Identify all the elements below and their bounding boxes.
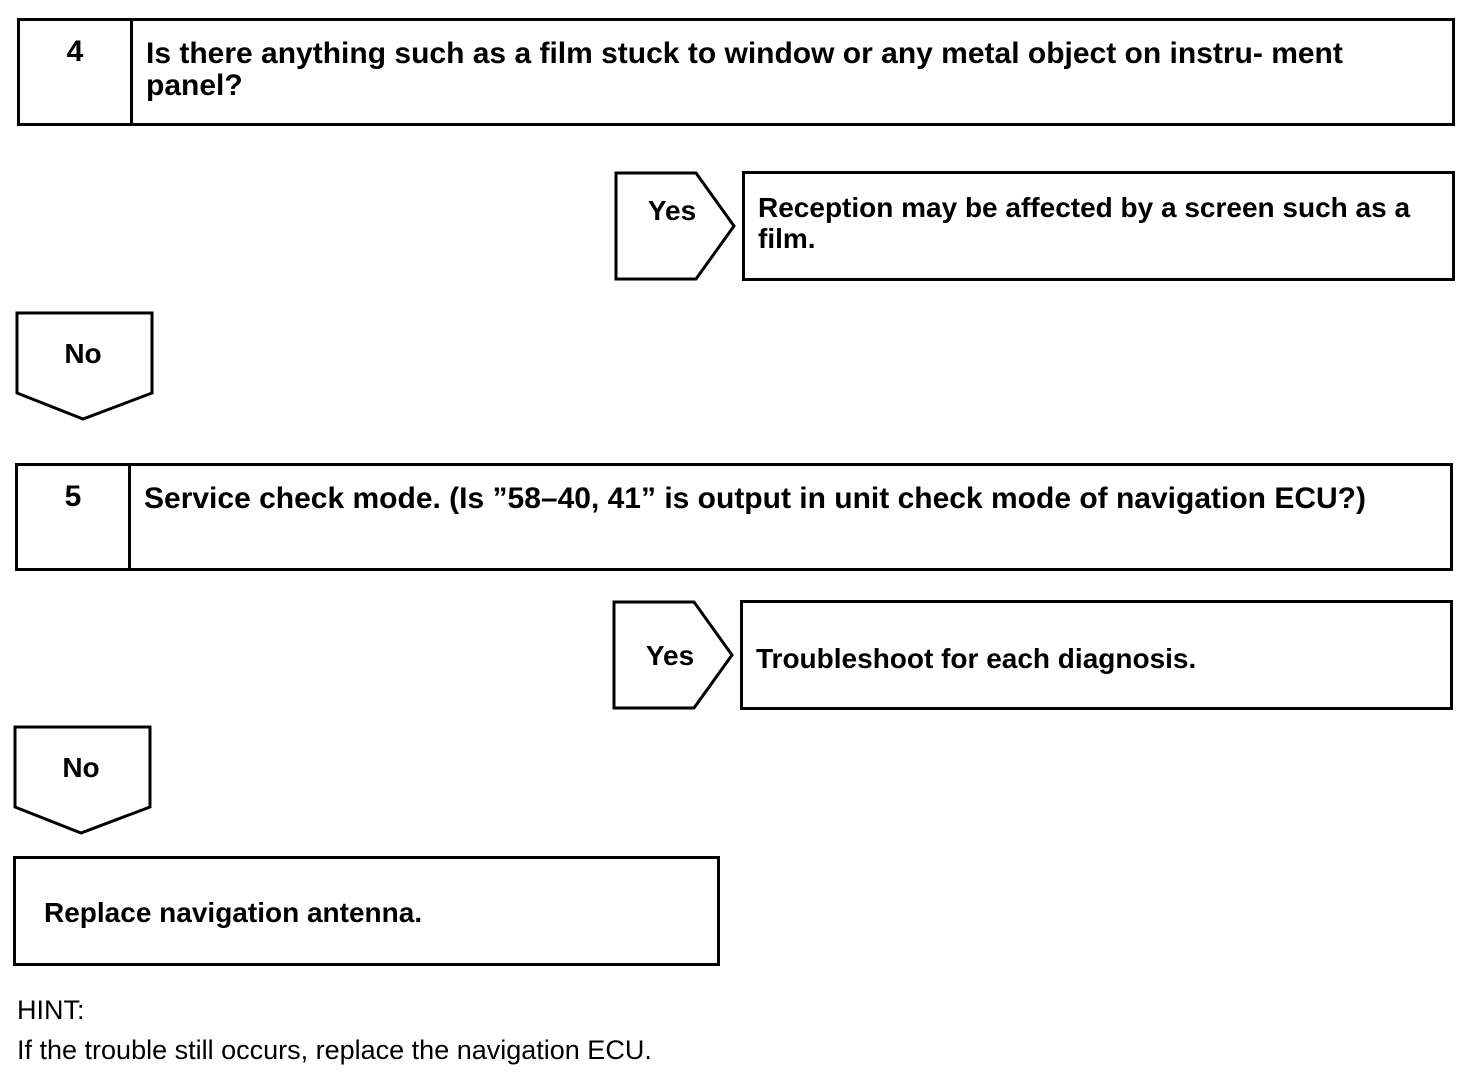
step-5-no-arrow-shape — [13, 725, 152, 835]
step-4-yes-result-box: Reception may be affected by a screen su… — [742, 171, 1455, 281]
step-5-box: 5 Service check mode. (Is ”58–40, 41” is… — [15, 463, 1453, 571]
hint-text: If the trouble still occurs, replace the… — [17, 1035, 652, 1065]
step-4-number: 4 — [20, 21, 133, 123]
step-4-yes-arrow-shape — [614, 171, 736, 281]
step-4-question: Is there anything such as a film stuck t… — [146, 37, 1343, 102]
hint-title: HINT: — [17, 995, 85, 1025]
step-5-yes-label: Yes — [645, 640, 695, 671]
step-4-no-label: No — [64, 338, 102, 369]
step-5-no-label: No — [62, 752, 100, 783]
step-5-yes-arrow-shape — [612, 600, 734, 710]
step-5-number: 5 — [18, 466, 131, 568]
final-action-box: Replace navigation antenna. — [13, 856, 720, 966]
step-5-yes-result-text: Troubleshoot for each diagnosis. — [756, 643, 1197, 674]
step-5-question: Service check mode. (Is ”58–40, 41” is o… — [144, 482, 1366, 515]
step-4-no-arrow-shape — [15, 311, 154, 421]
final-action-text: Replace navigation antenna. — [44, 897, 423, 928]
step-5-yes-result-box: Troubleshoot for each diagnosis. — [740, 600, 1453, 710]
step-4-yes-result-text: Reception may be affected by a screen su… — [758, 192, 1411, 254]
step-4-yes-label: Yes — [647, 195, 697, 226]
step-4-box: 4 Is there anything such as a film stuck… — [17, 18, 1455, 126]
